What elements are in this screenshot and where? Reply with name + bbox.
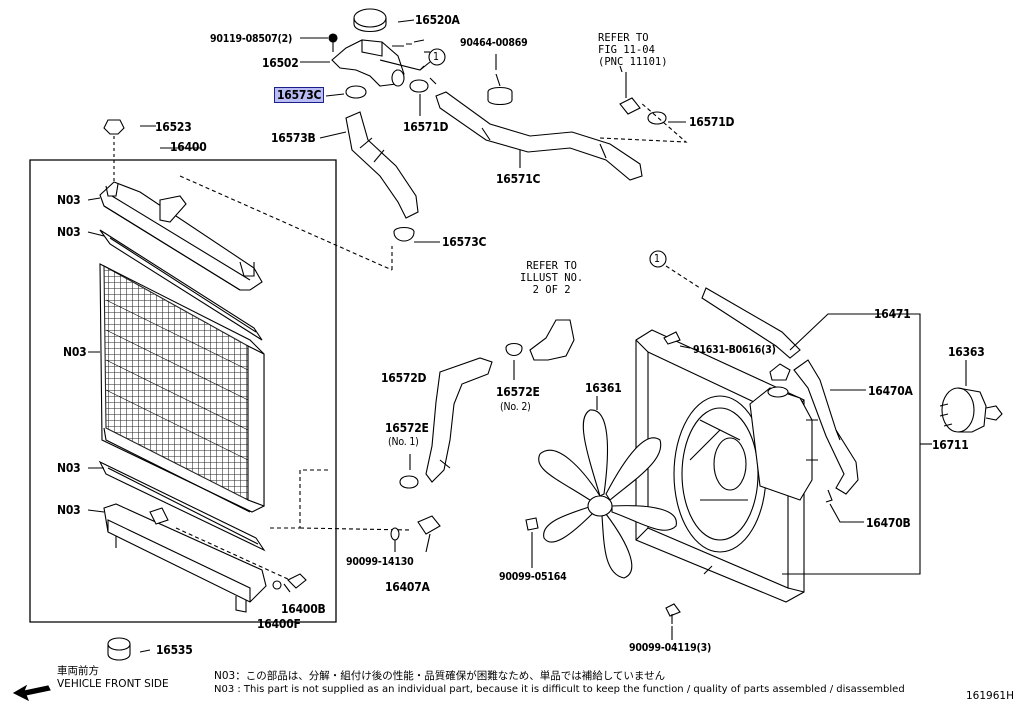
part-label[interactable]: 16572E [385,421,429,435]
upper-cushion [103,119,125,135]
part-label[interactable]: 16470B [866,516,911,530]
n03-label[interactable]: N03 [63,345,87,359]
part-label[interactable]: 16571D [403,120,449,134]
drain-plug [417,515,441,535]
refer-note: REFER TO ILLUST NO. 2 OF 2 [520,260,584,296]
hose-clamp [505,342,523,357]
reservoir-cap-tube [529,319,575,361]
radiator-cap [353,8,387,33]
radiator-group-frame [29,159,337,623]
n03-label[interactable]: N03 [57,461,81,475]
lower-cushion [107,637,131,661]
n03-label[interactable]: N03 [57,193,81,207]
part-label[interactable]: 16711 [932,438,969,452]
front-label-jp: 車両前方 [57,665,99,677]
n03-label[interactable]: N03 [57,503,81,517]
part-label[interactable]: 16535 [156,643,193,657]
hose-clamp [345,85,367,99]
upper-gasket [99,229,263,341]
part-label[interactable]: 90099-05164 [499,571,567,583]
part-label[interactable]: 16361 [585,381,622,395]
hose-clip-b [825,489,833,503]
part-label[interactable]: 16470A [868,384,913,398]
hose-clip [487,73,513,106]
radiator-lower-tank [103,503,267,613]
part-label[interactable]: 16400 [170,140,207,154]
part-sublabel: (No. 1) [388,436,419,448]
part-label[interactable]: 16502 [262,56,299,70]
part-label[interactable]: 16523 [155,120,192,134]
part-label[interactable]: 16400B [281,602,326,616]
part-label[interactable]: 16571C [496,172,541,186]
part-label[interactable]: 90464-00869 [460,37,528,49]
drain-oring [272,580,282,590]
overflow-hose [793,359,859,495]
fan-blade [538,409,677,579]
front-label-en: VEHICLE FRONT SIDE [57,678,169,690]
circle-callout: 1 [654,253,660,265]
part-label-highlighted[interactable]: 16573C [274,87,325,103]
part-sublabel: (No. 2) [500,401,531,413]
reservoir-tank [749,387,813,501]
part-label[interactable]: 16571D [689,115,735,129]
part-label[interactable]: 16572E [496,385,540,399]
circle-callout: 1 [433,51,439,63]
fan-motor [939,387,1003,433]
part-label[interactable]: 16573C [442,235,487,249]
hose-clamp [399,475,419,489]
part-label[interactable]: 16520A [415,13,460,27]
drain-cock [283,573,307,593]
part-label[interactable]: 16363 [948,345,985,359]
part-label[interactable]: 16471 [874,307,911,321]
hose-clamp [409,77,437,93]
part-label[interactable]: 16400F [257,617,301,631]
bolt [328,33,338,43]
part-label[interactable]: 16572D [381,371,427,385]
water-outlet [331,39,405,87]
radiator-hose-outlet [435,91,643,181]
hose-clamp [393,226,415,242]
part-label[interactable]: 90099-04119(3) [629,642,712,654]
reservoir-hose [425,357,493,483]
part-label[interactable]: 90099-14130 [346,556,414,568]
part-label[interactable]: 16407A [385,580,430,594]
reservoir-cap [769,363,791,381]
oring [390,527,400,541]
lower-gasket [98,460,266,552]
radiator-hose-inlet [345,111,419,219]
note-jp: N03：この部品は、分解・組付け後の性能・品質確保が困難なため、単品では補給して… [214,670,666,682]
note-en: N03 : This part is not supplied as an in… [214,684,905,695]
part-label[interactable]: 90119-08507(2) [210,33,293,45]
part-label[interactable]: 91631-B0616(3) [693,344,776,356]
front-arrow-icon [12,684,51,702]
part-label[interactable]: 16573B [271,131,316,145]
radiator-upper-tank [99,181,263,291]
n03-label[interactable]: N03 [57,225,81,239]
refer-note: REFER TO FIG 11-04 (PNC 11101) [598,32,668,68]
radiator-core [99,263,265,513]
hose-clamp [647,111,667,125]
nut [525,517,539,531]
diagram-id: 161961H [966,690,1014,702]
